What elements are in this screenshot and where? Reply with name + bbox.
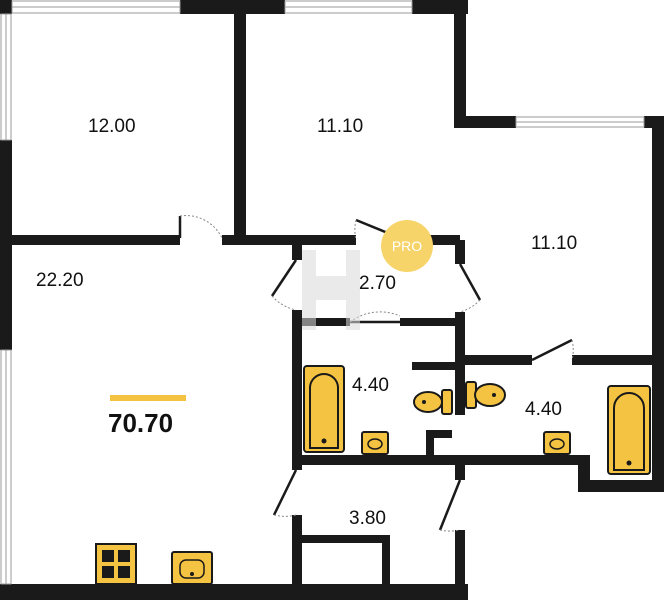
area-bathroom-1: 4.40 — [352, 375, 389, 396]
kitchen-sink-icon — [171, 551, 213, 585]
toilet-1 — [413, 389, 453, 415]
toilet-2 — [465, 381, 506, 409]
watermark-logo — [302, 250, 360, 330]
area-bedroom-3: 11.10 — [531, 233, 577, 254]
sink-2 — [543, 431, 571, 455]
pro-badge — [381, 220, 433, 272]
sink-1 — [361, 431, 389, 455]
bathtub-2 — [607, 385, 651, 475]
pro-badge-text: PRO — [392, 238, 422, 254]
area-living-kitchen: 22.20 — [36, 270, 84, 291]
total-area: 70.70 — [108, 408, 173, 438]
area-corridor: 3.80 — [349, 508, 386, 529]
total-area-accent-bar — [110, 395, 186, 401]
bathtub-1 — [303, 365, 345, 453]
area-bathroom-2: 4.40 — [525, 399, 562, 420]
area-hallway: 2.70 — [359, 273, 396, 294]
area-bedroom-1: 12.00 — [88, 116, 136, 137]
area-bedroom-2: 11.10 — [317, 116, 363, 137]
doors — [178, 215, 574, 532]
stove-icon — [95, 543, 137, 585]
windows — [0, 0, 645, 585]
